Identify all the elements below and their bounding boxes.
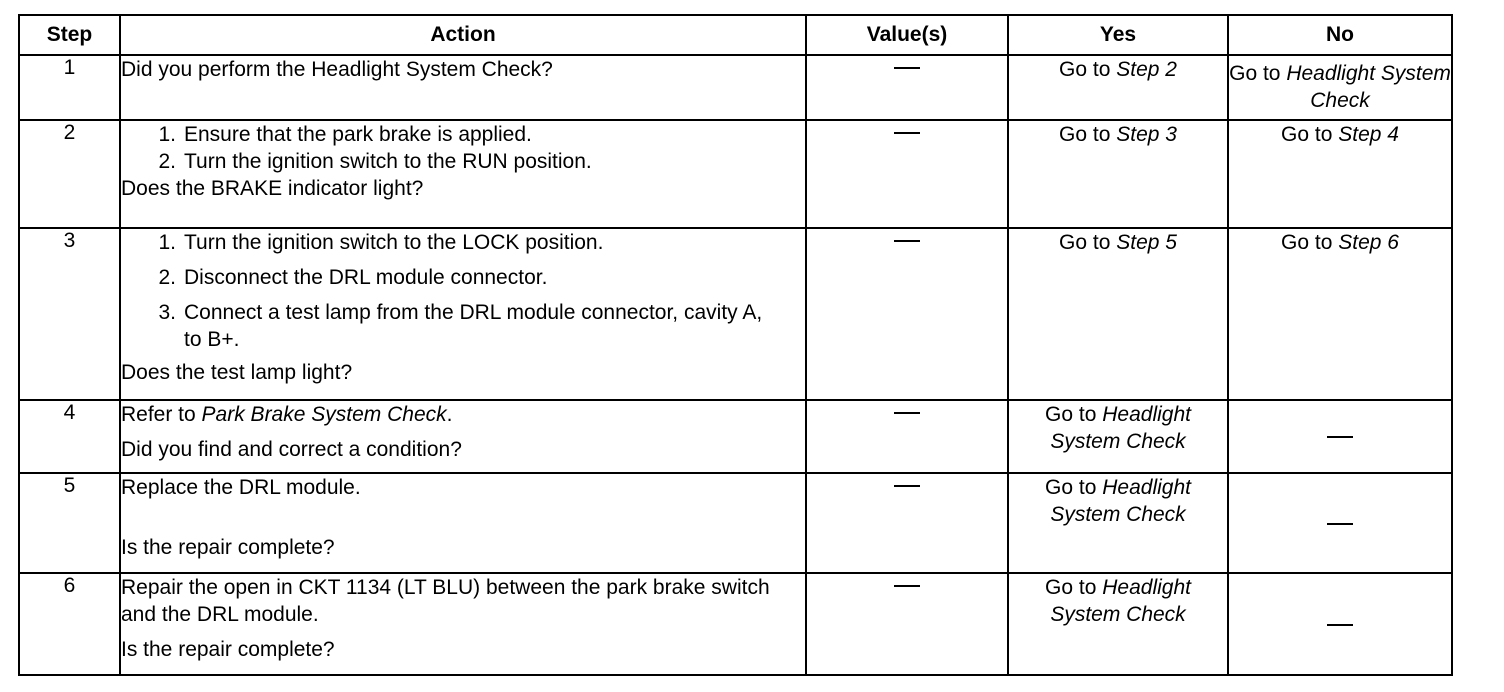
action-cell: 1.Ensure that the park brake is applied.… [119, 119, 807, 229]
no-cell: Go to Step 6 [1227, 227, 1453, 401]
header-values: Value(s) [805, 14, 1009, 56]
value-cell [805, 54, 1009, 121]
table-row: 2 1.Ensure that the park brake is applie… [18, 119, 1453, 229]
no-target-link[interactable]: Step 6 [1338, 231, 1399, 254]
value-cell [805, 572, 1009, 676]
value-cell [805, 399, 1009, 474]
action-question: Did you perform the Headlight System Che… [121, 58, 553, 81]
step-number: 3 [18, 227, 121, 401]
table-row: 4 Refer to Park Brake System Check. Did … [18, 399, 1453, 474]
action-question: Did you find and correct a condition? [121, 438, 462, 461]
action-cell: Refer to Park Brake System Check. Did yo… [119, 399, 807, 474]
action-item: 2.Disconnect the DRL module connector. [158, 266, 548, 289]
diagnostic-table: Step Action Value(s) Yes No 1 Did you pe… [18, 14, 1453, 676]
yes-prefix: Go to [1045, 476, 1103, 499]
dash-mark [894, 412, 920, 415]
header-action: Action [119, 14, 807, 56]
yes-cell: Go to Headlight System Check [1007, 472, 1229, 574]
yes-cell: Go to Step 3 [1007, 119, 1229, 229]
no-cell [1227, 399, 1453, 474]
action-instruction: Replace the DRL module. [121, 476, 361, 499]
no-cell [1227, 572, 1453, 676]
yes-cell: Go to Step 2 [1007, 54, 1229, 121]
table-row: 5 Replace the DRL module. Is the repair … [18, 472, 1453, 574]
action-question: Does the BRAKE indicator light? [121, 177, 424, 200]
yes-cell: Go to Headlight System Check [1007, 399, 1229, 474]
action-question: Does the test lamp light? [121, 361, 353, 384]
no-prefix: Go to [1229, 62, 1287, 85]
value-cell [805, 472, 1009, 574]
reference-link[interactable]: Park Brake System Check [201, 403, 447, 426]
dash-mark [894, 240, 920, 243]
dash-mark [894, 585, 920, 588]
yes-cell: Go to Step 5 [1007, 227, 1229, 401]
no-cell: Go to Step 4 [1227, 119, 1453, 229]
dash-mark [894, 132, 920, 135]
yes-prefix: Go to [1045, 403, 1103, 426]
step-number: 6 [18, 572, 121, 676]
yes-prefix: Go to [1059, 231, 1117, 254]
yes-prefix: Go to [1045, 576, 1103, 599]
header-no: No [1227, 14, 1453, 56]
step-number: 1 [18, 54, 121, 121]
dash-mark [1327, 436, 1353, 439]
action-item: 1.Ensure that the park brake is applied. [158, 123, 532, 146]
action-question: Is the repair complete? [121, 638, 335, 661]
header-row: Step Action Value(s) Yes No [18, 14, 1453, 56]
value-cell [805, 119, 1009, 229]
action-question: Is the repair complete? [121, 536, 335, 559]
action-instruction: Repair the open in CKT 1134 (LT BLU) bet… [121, 576, 770, 626]
action-cell: 1.Turn the ignition switch to the LOCK p… [119, 227, 807, 401]
table-row: 3 1.Turn the ignition switch to the LOCK… [18, 227, 1453, 401]
step-number: 2 [18, 119, 121, 229]
no-prefix: Go to [1281, 231, 1339, 254]
yes-target-link[interactable]: Headlight System Check [1050, 403, 1191, 453]
no-target-link[interactable]: Step 4 [1338, 123, 1399, 146]
step-number: 5 [18, 472, 121, 574]
step-number: 4 [18, 399, 121, 474]
yes-target-link[interactable]: Headlight System Check [1050, 476, 1191, 526]
action-item: 2.Turn the ignition switch to the RUN po… [158, 150, 592, 173]
yes-cell: Go to Headlight System Check [1007, 572, 1229, 676]
action-cell: Did you perform the Headlight System Che… [119, 54, 807, 121]
action-cell: Replace the DRL module. Is the repair co… [119, 472, 807, 574]
dash-mark [894, 485, 920, 488]
table-row: 6 Repair the open in CKT 1134 (LT BLU) b… [18, 572, 1453, 676]
action-cell: Repair the open in CKT 1134 (LT BLU) bet… [119, 572, 807, 676]
yes-prefix: Go to [1059, 123, 1117, 146]
yes-target-link[interactable]: Step 5 [1116, 231, 1177, 254]
dash-mark [1327, 623, 1353, 626]
yes-target-link[interactable]: Step 3 [1116, 123, 1177, 146]
dash-mark [1327, 522, 1353, 525]
no-target-link[interactable]: Headlight System Check [1286, 62, 1451, 112]
yes-prefix: Go to [1059, 58, 1117, 81]
no-prefix: Go to [1281, 123, 1339, 146]
action-reference: Refer to Park Brake System Check. [121, 403, 453, 426]
action-item: 1.Turn the ignition switch to the LOCK p… [158, 231, 604, 254]
no-cell: Go to Headlight System Check [1227, 54, 1453, 121]
value-cell [805, 227, 1009, 401]
yes-target-link[interactable]: Headlight System Check [1050, 576, 1191, 626]
no-cell [1227, 472, 1453, 574]
header-yes: Yes [1007, 14, 1229, 56]
header-step: Step [18, 14, 121, 56]
table-row: 1 Did you perform the Headlight System C… [18, 54, 1453, 121]
action-item: 3.Connect a test lamp from the DRL modul… [158, 301, 763, 351]
dash-mark [894, 67, 920, 70]
yes-target-link[interactable]: Step 2 [1116, 58, 1177, 81]
